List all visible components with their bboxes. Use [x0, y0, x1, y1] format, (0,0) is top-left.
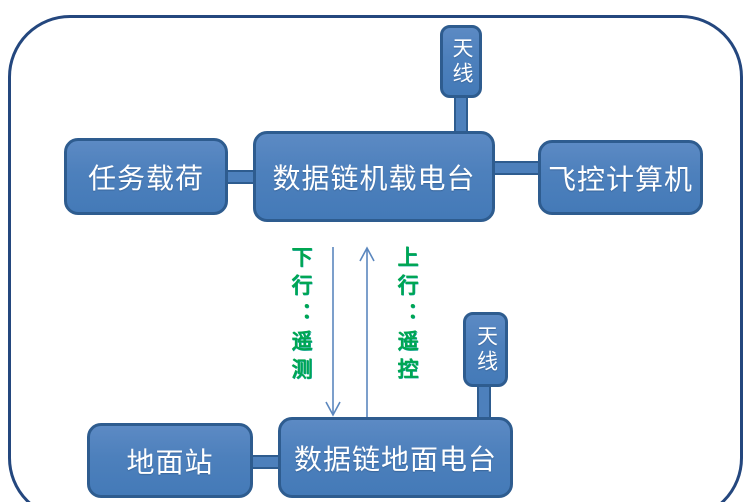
diagram-frame	[8, 15, 743, 502]
node-antenna-ground-label: 天线	[474, 324, 498, 375]
node-antenna-air: 天线	[440, 25, 482, 98]
node-airborne-radio-label: 数据链机载电台	[272, 162, 476, 194]
node-ground-radio-label: 数据链地面电台	[293, 443, 497, 475]
node-airborne-radio: 数据链机载电台	[253, 131, 495, 222]
node-ground-station: 地面站	[87, 423, 253, 498]
node-ground-station-label: 地面站	[126, 446, 214, 478]
connector-antenna-ground	[477, 383, 491, 421]
connector-radio-fcc	[492, 161, 541, 175]
uplink-arrowhead-icon	[359, 246, 375, 262]
node-antenna-air-label: 天线	[450, 36, 473, 87]
node-flight-computer: 飞控计算机	[538, 140, 703, 215]
node-payload-label: 任务载荷	[87, 162, 204, 194]
node-antenna-ground: 天线	[463, 312, 508, 387]
downlink-arrowhead-icon	[325, 401, 341, 417]
connector-station-radio	[250, 455, 281, 469]
downlink-label: 下行：遥测	[289, 246, 312, 386]
node-ground-radio: 数据链地面电台	[278, 417, 513, 498]
node-flight-computer-label: 飞控计算机	[547, 163, 693, 195]
connector-antenna-air	[454, 94, 468, 136]
node-payload: 任务载荷	[64, 138, 228, 215]
uplink-label: 上行：遥控	[395, 246, 418, 386]
